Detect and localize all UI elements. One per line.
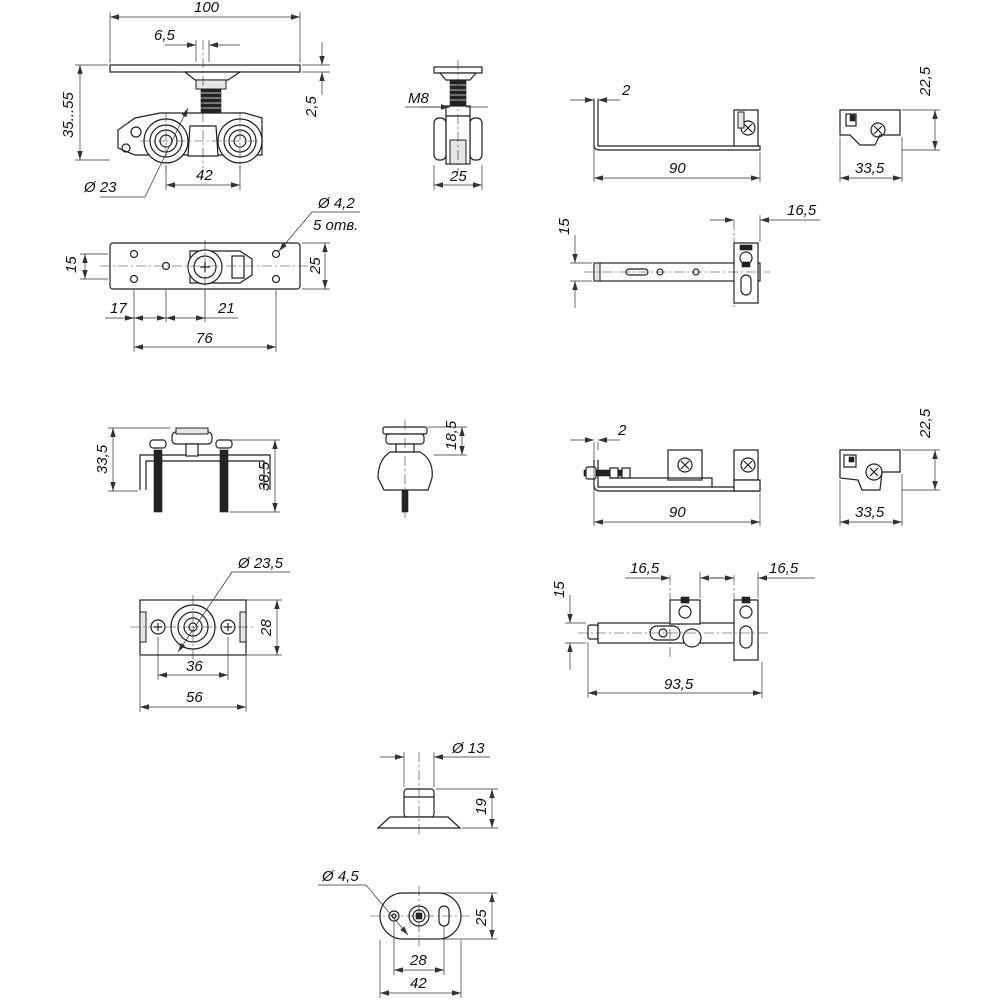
dim-dia-4-5: Ø 4,5 [321,868,359,885]
stopper-top-upper-dims [570,215,820,308]
stopper-side-view-upper [593,100,761,151]
carriage-side-dims [75,12,330,198]
dim-dia-13: Ø 13 [451,740,485,757]
dim-m8: M8 [408,90,429,107]
stopper-top-lower-dims [565,572,815,698]
dim-15-upper: 15 [556,218,573,235]
carriage-front-view [433,60,483,172]
dim-15-plate: 15 [63,256,80,273]
stopper-top-view-lower [578,575,770,665]
wheel-bracket-top-dims [139,571,290,712]
dim-dia-23: Ø 23 [83,179,117,196]
bracket-front-view [139,427,271,513]
dim-36: 36 [186,658,203,675]
dim-33-5-lower: 33,5 [855,504,885,521]
dim-17: 17 [110,300,127,317]
bracket-front-dims [108,427,280,513]
dim-18-5: 18,5 [443,420,460,450]
stopper-end-view-lower [839,449,901,491]
stopper-end-upper-dims [839,109,940,182]
dim-28-guide: 28 [409,952,427,969]
carriage-front-dims [405,104,488,190]
wheel-side-dims [428,426,467,456]
stopper-end-lower-dims [839,449,940,526]
wheel-bracket-top-view [130,595,256,660]
dim-90-lower: 90 [669,504,686,521]
dim-33-5-bracket: 33,5 [94,444,111,474]
dim-22-5-lower: 22,5 [917,408,934,439]
dim-16-5-upper: 16,5 [787,202,817,219]
dim-93-5: 93,5 [664,676,694,693]
dim-15-lower: 15 [551,581,568,598]
dim-90-upper: 90 [669,160,686,177]
dim-100: 100 [194,0,220,16]
dim-16-5-lower-left: 16,5 [630,560,660,577]
floor-guide-side-dims [380,752,498,829]
stopper-side-view-lower [583,449,761,492]
dim-38-5: 38,5 [256,461,273,491]
wheel-side-view [377,420,433,518]
dim-dia-4-2: Ø 4,2 [317,195,355,212]
floor-guide-side-view [376,752,462,835]
stopper-top-view-upper [584,220,770,310]
holes-count: 5 отв. [313,217,358,234]
dim-16-5-lower-right: 16,5 [769,560,799,577]
dim-56: 56 [186,689,203,706]
dim-21: 21 [217,300,235,317]
dim-19: 19 [473,798,490,815]
dim-35-55: 35...55 [60,91,77,138]
dim-76: 76 [196,330,213,347]
dim-2-lower: 2 [617,422,627,439]
carriage-side-view [109,40,301,170]
dim-6-5: 6,5 [154,27,176,44]
dim-42-guide: 42 [410,975,427,992]
dim-42-carriage: 42 [196,167,213,184]
floor-guide-top-view [370,886,470,946]
mounting-plate-dims [80,211,360,352]
mounting-plate-view [100,240,310,295]
dim-25-front: 25 [449,168,467,185]
stopper-side-lower-dims [570,437,761,526]
stopper-side-upper-dims [570,97,761,182]
dim-25-plate: 25 [307,257,324,275]
stopper-end-view-upper [839,109,901,146]
dim-2-upper: 2 [621,82,631,99]
floor-guide-top-dims [318,884,497,998]
dim-25-guide: 25 [473,909,490,927]
dim-33-5-upper: 33,5 [855,160,885,177]
dim-22-5-upper: 22,5 [917,66,934,97]
dim-2-5: 2,5 [303,95,320,118]
dim-dia-23-5: Ø 23,5 [237,555,284,572]
dim-28-bracket: 28 [258,619,275,637]
